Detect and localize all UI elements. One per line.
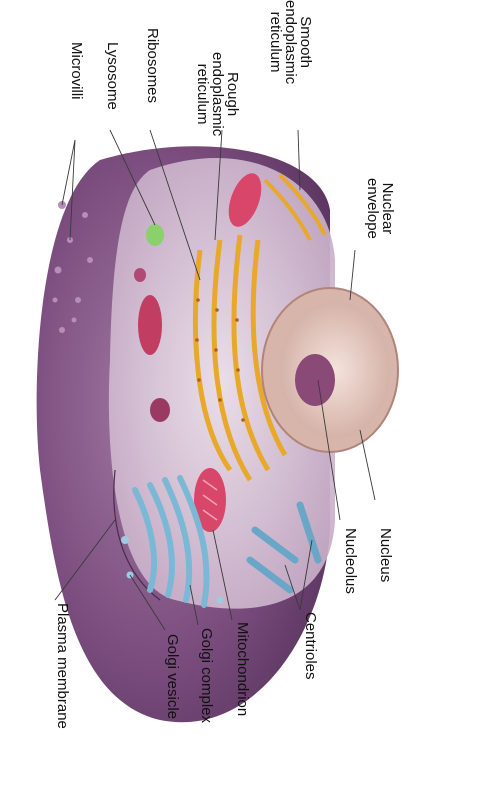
label-smooth-er-line-2: endoplasmic	[283, 0, 298, 84]
label-golgi-vesicle: Golgi vesicle	[165, 634, 180, 719]
label-golgi-complex: Golgi complex	[199, 628, 214, 723]
label-ribosomes: Ribosomes	[145, 28, 160, 103]
label-centrioles: Centrioles	[303, 612, 318, 680]
label-nucleolus: Nucleolus	[343, 528, 358, 594]
label-nuclear-envelope: Nuclear envelope	[365, 178, 395, 239]
label-smooth-er-line-3: reticulum	[268, 0, 283, 84]
label-smooth-er: Smooth endoplasmic reticulum	[268, 0, 313, 84]
label-nuclear-envelope-line-2: envelope	[365, 178, 380, 239]
label-microvilli: Microvilli	[69, 42, 84, 100]
lysosome	[146, 224, 164, 246]
nucleus	[280, 302, 390, 438]
label-rough-er-line-3: reticulum	[195, 52, 210, 136]
label-rough-er-line-2: endoplasmic	[210, 52, 225, 136]
label-rough-er-line-1: Rough	[225, 52, 240, 136]
label-nucleus: Nucleus	[378, 528, 393, 582]
label-smooth-er-line-1: Smooth	[298, 0, 313, 84]
nucleolus	[295, 354, 335, 406]
label-plasma-membrane: Plasma membrane	[55, 603, 70, 729]
label-lysosome: Lysosome	[105, 42, 120, 110]
label-rough-er: Rough endoplasmic reticulum	[195, 52, 240, 136]
label-mitochondrion: Mitochondrion	[235, 622, 250, 716]
label-nuclear-envelope-line-1: Nuclear	[380, 178, 395, 239]
